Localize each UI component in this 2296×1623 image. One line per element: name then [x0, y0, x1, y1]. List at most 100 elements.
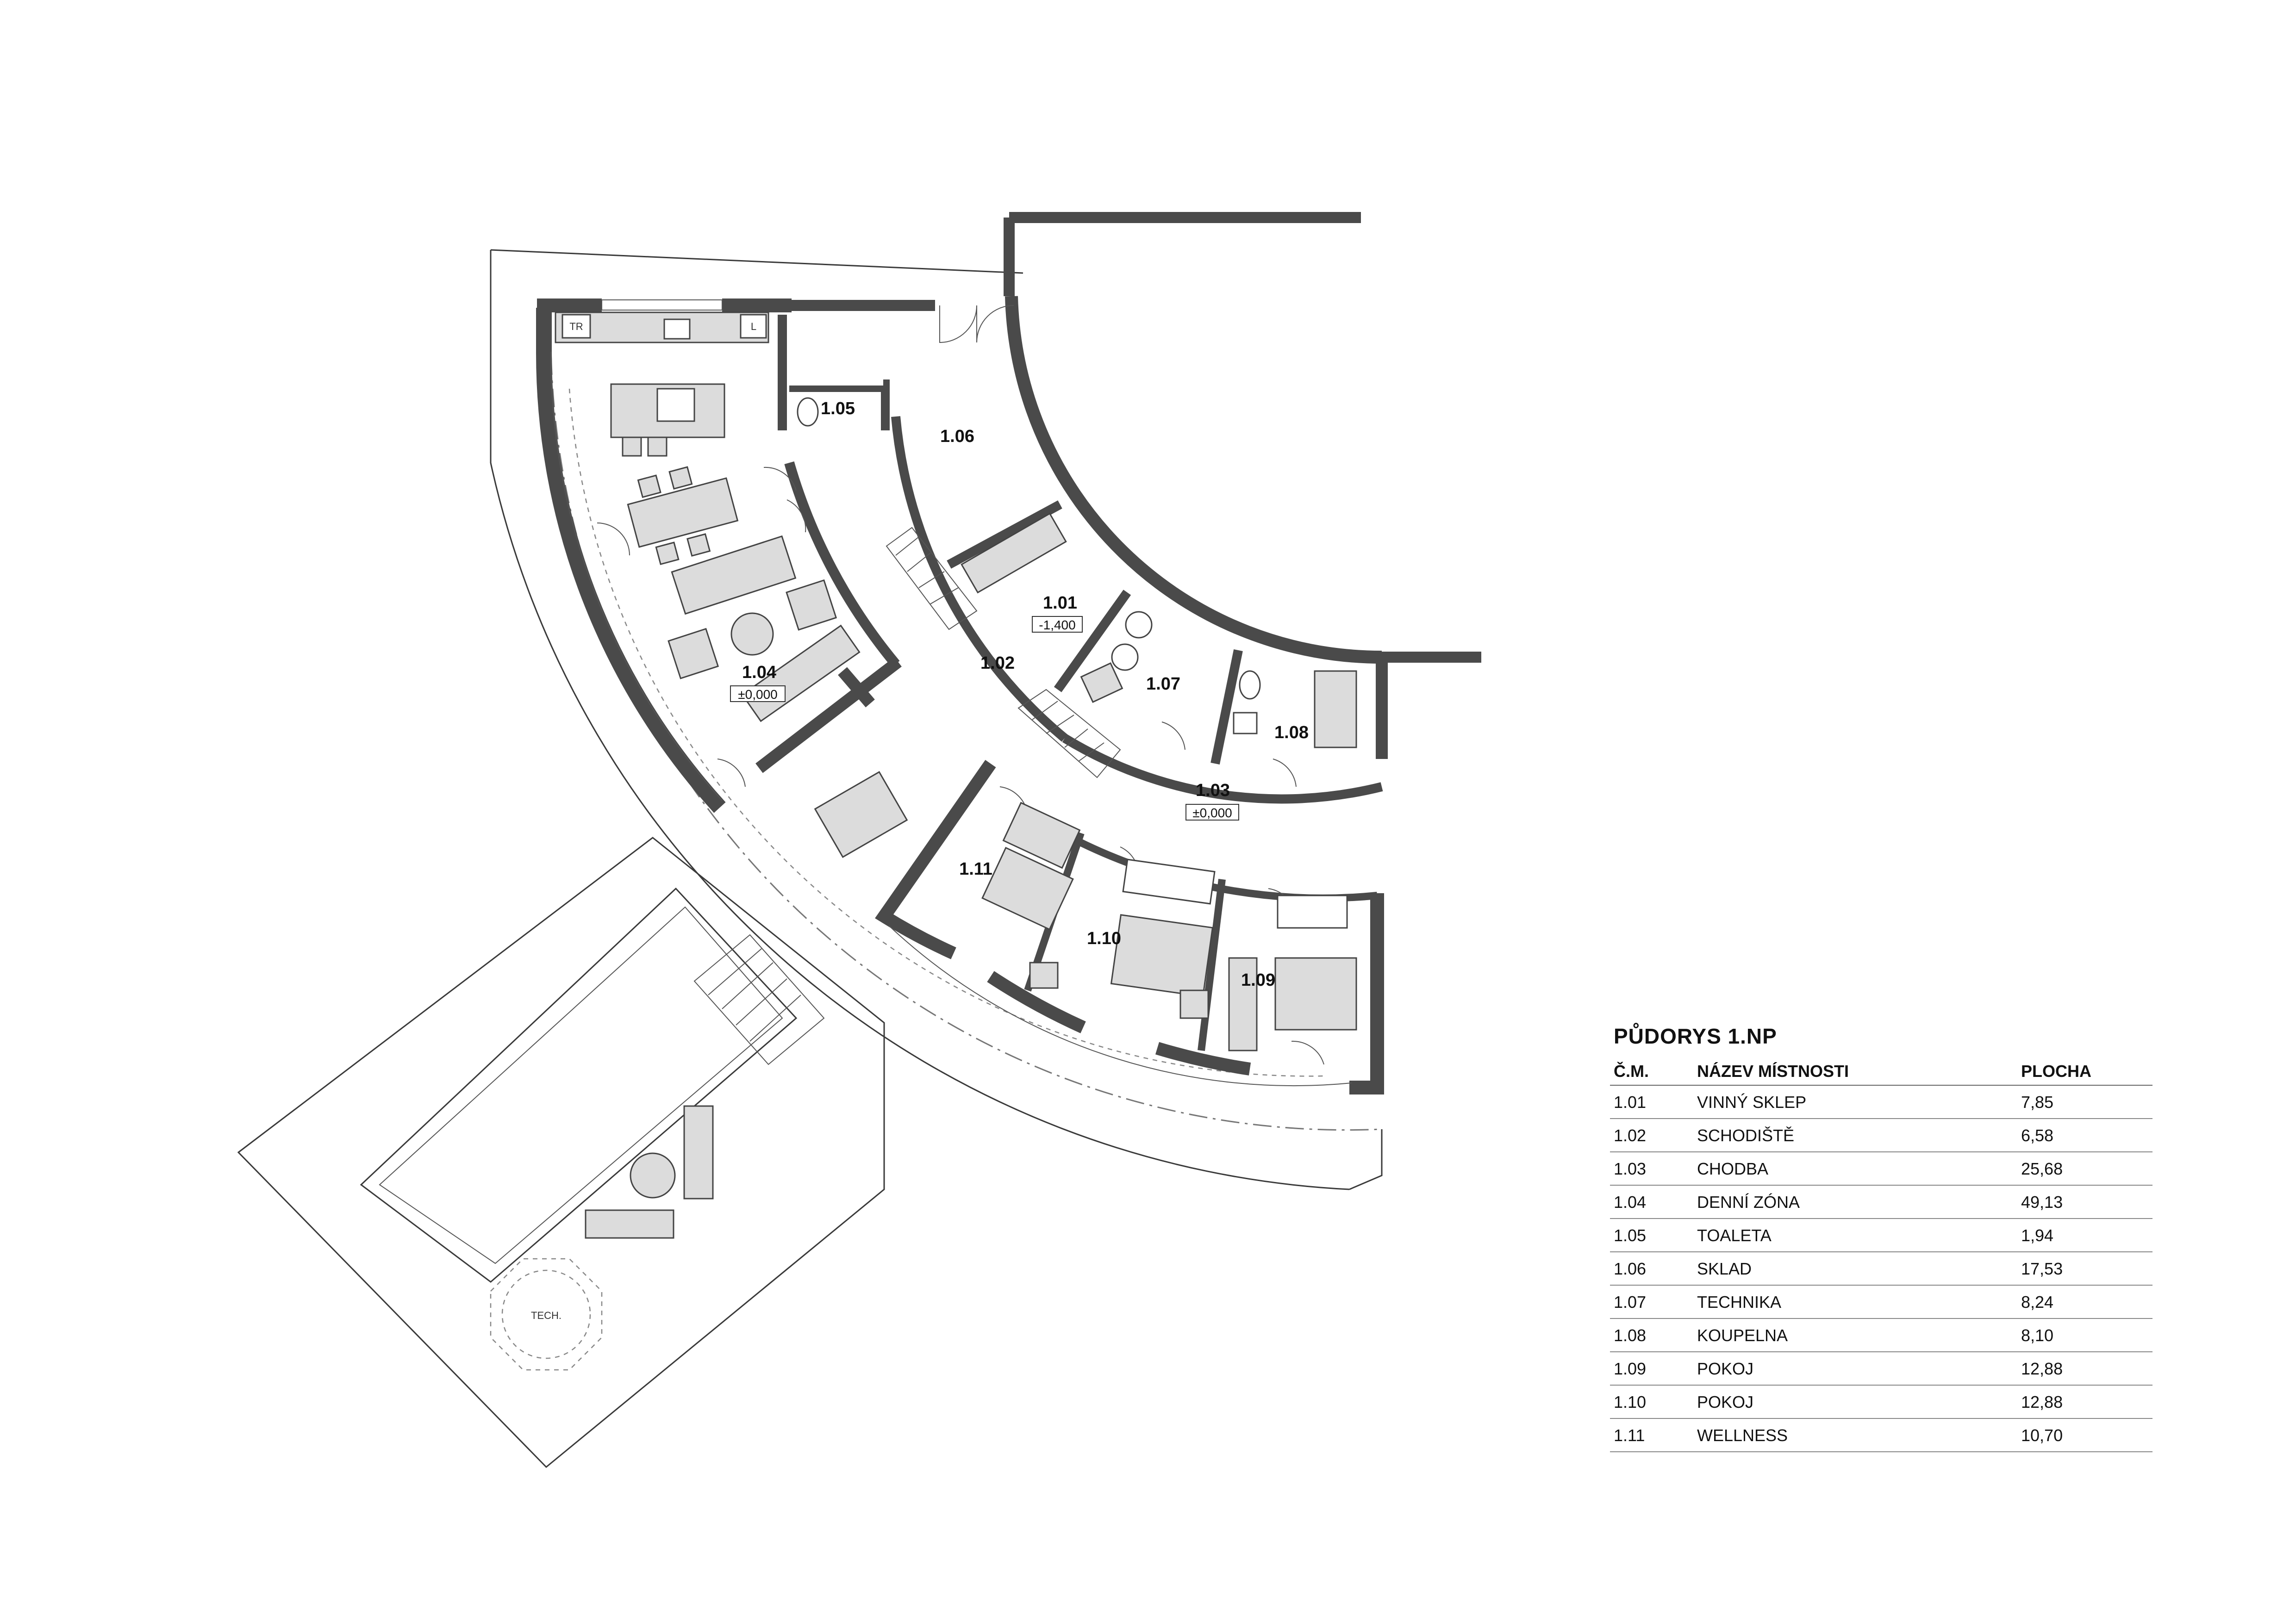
cell-name: DENNÍ ZÓNA	[1693, 1185, 2017, 1219]
bath-toilet	[1239, 670, 1261, 700]
cell-area: 49,13	[2017, 1185, 2152, 1219]
cell-area: 12,88	[2017, 1385, 2152, 1419]
cabinet	[740, 314, 767, 339]
cell-name: POKOJ	[1693, 1352, 2017, 1386]
armchair	[668, 628, 719, 679]
cell-number: 1.04	[1610, 1185, 1693, 1219]
lounger	[981, 846, 1074, 931]
tank	[1111, 643, 1139, 671]
bench	[585, 1209, 674, 1239]
cell-name: SKLAD	[1693, 1252, 2017, 1286]
room-level: -1,400	[1039, 618, 1075, 632]
sofa	[671, 535, 797, 615]
second-table	[814, 771, 908, 858]
cell-number: 1.03	[1610, 1152, 1693, 1186]
room-number: 1.06	[940, 427, 974, 446]
furniture: TR L	[555, 311, 1357, 1051]
cell-area: 1,94	[2017, 1219, 2152, 1252]
header-area: PLOCHA	[2017, 1059, 2152, 1086]
room-number: 1.09	[1241, 970, 1275, 990]
cell-number: 1.11	[1610, 1418, 1693, 1452]
sauna	[1002, 802, 1081, 869]
sink	[663, 318, 691, 340]
room-number: 1.05	[821, 399, 855, 418]
cell-area: 8,24	[2017, 1285, 2152, 1319]
header-room-name: NÁZEV MÍSTNOSTI	[1693, 1059, 2017, 1086]
shelf	[961, 512, 1067, 594]
room-number: 1.07	[1146, 674, 1180, 694]
cell-number: 1.02	[1610, 1119, 1693, 1152]
cell-area: 7,85	[2017, 1085, 2152, 1119]
windows	[550, 299, 1352, 1087]
pool-terrace: TECH.	[237, 837, 885, 1468]
cell-name: WELLNESS	[1693, 1418, 2017, 1452]
cell-area: 10,70	[2017, 1418, 2152, 1452]
armchair	[786, 579, 837, 631]
cell-number: 1.09	[1610, 1352, 1693, 1386]
cell-number: 1.01	[1610, 1085, 1693, 1119]
cell-area: 8,10	[2017, 1318, 2152, 1352]
fridge	[562, 314, 591, 339]
room-level: ±0,000	[1192, 806, 1232, 820]
cell-name: TECHNIKA	[1693, 1285, 2017, 1319]
schedule-title: PŮDORYS 1.NP	[1614, 1024, 1777, 1048]
sun-lounger	[683, 1105, 714, 1200]
cabinet-label: L	[751, 321, 756, 332]
header-room-number: Č.M.	[1610, 1059, 1693, 1086]
cell-number: 1.10	[1610, 1385, 1693, 1419]
shower	[1314, 670, 1357, 748]
cooktop	[656, 388, 695, 422]
wardrobe	[1122, 858, 1216, 905]
staircase	[886, 527, 1121, 778]
walls	[536, 212, 1481, 1094]
room-level: ±0,000	[738, 687, 777, 702]
cell-name: SCHODIŠTĚ	[1693, 1119, 2017, 1152]
boiler	[1125, 611, 1153, 639]
technical-unit: TECH.	[490, 1258, 603, 1371]
desk	[1228, 957, 1258, 1051]
cell-number: 1.05	[1610, 1219, 1693, 1252]
cell-area: 6,58	[2017, 1119, 2152, 1152]
bed	[1274, 957, 1357, 1031]
side-table	[1029, 962, 1059, 989]
cell-area: 17,53	[2017, 1252, 2152, 1286]
wardrobe	[1277, 895, 1348, 929]
cell-name: VINNÝ SKLEP	[1693, 1085, 2017, 1119]
cell-name: POKOJ	[1693, 1385, 2017, 1419]
dining-table	[627, 477, 739, 548]
room-number: 1.08	[1274, 723, 1309, 742]
cell-name: CHODBA	[1693, 1152, 2017, 1186]
night-table	[1179, 989, 1209, 1019]
room-number: 1.04	[742, 663, 776, 682]
room-schedule: PŮDORYS 1.NP Č.M. NÁZEV MÍSTNOSTI PLOCHA…	[1610, 1024, 2152, 1452]
room-number: 1.02	[980, 653, 1015, 673]
room-number: 1.03	[1196, 781, 1230, 800]
bed	[1110, 914, 1214, 997]
room-number: 1.11	[959, 859, 992, 879]
fridge-label: TR	[569, 321, 583, 332]
tech-label: TECH.	[531, 1310, 562, 1321]
cell-number: 1.07	[1610, 1285, 1693, 1319]
kitchen-counter	[555, 311, 769, 343]
cell-name: TOALETA	[1693, 1219, 2017, 1252]
room-number: 1.01	[1043, 593, 1077, 613]
cell-area: 12,88	[2017, 1352, 2152, 1386]
cell-number: 1.08	[1610, 1318, 1693, 1352]
pool-stairs	[693, 934, 825, 1065]
room-number: 1.10	[1087, 929, 1121, 948]
room-labels: 1.01 -1,400 1.02 1.03 ±0,000 1.04 ±0,000…	[730, 399, 1309, 990]
cell-area: 25,68	[2017, 1152, 2152, 1186]
coffee-table	[730, 612, 774, 656]
